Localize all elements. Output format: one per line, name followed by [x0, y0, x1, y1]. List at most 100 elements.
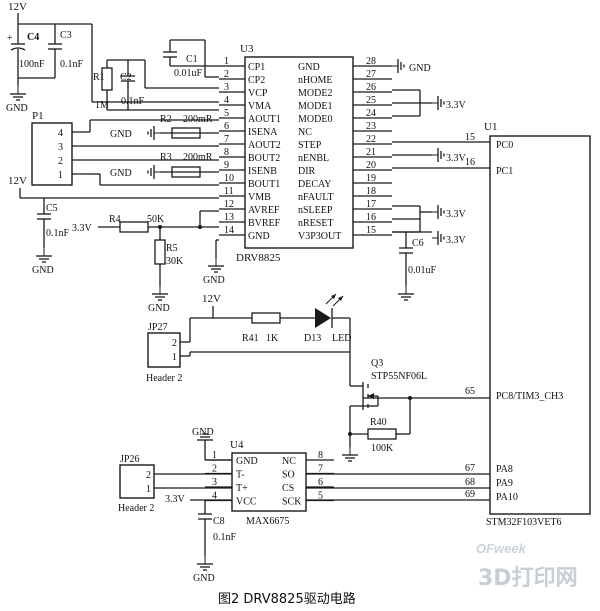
u3-pin-27-number: 27 [366, 69, 376, 80]
u3-pin-7-number: 7 [224, 134, 229, 145]
u4-pin-2-name: T- [236, 470, 245, 481]
jp27-pin-2: 2 [172, 338, 177, 349]
v12-label-vmb: 12V [8, 175, 27, 187]
u4-pin-2-number: 2 [212, 464, 217, 475]
v33-label-sleep: 3.3V [446, 209, 467, 220]
p1-ref: P1 [32, 110, 44, 122]
u4-pin-5-name: SCK [282, 497, 302, 508]
u3-pin-17-name: nSLEEP [298, 205, 333, 216]
u3-pin-23-number: 23 [366, 121, 376, 132]
c6-ref: C6 [412, 238, 424, 249]
u1-pc8: PC8/TIM3_CH3 [496, 391, 563, 402]
r4-value: 50K [147, 214, 165, 225]
u1-pc1: PC1 [496, 166, 513, 177]
u4-pin-6-name: CS [282, 483, 294, 494]
u3-ref: U3 [240, 43, 254, 55]
gnd-label-u3-14: GND [203, 275, 225, 286]
u3-pin-17-number: 17 [366, 199, 376, 210]
c6-value: 0.01uF [408, 265, 437, 276]
r1-ref: R1 [93, 72, 105, 83]
u4-pin-4-name: VCC [236, 497, 257, 508]
u3-pin-27-name: nHOME [298, 75, 332, 86]
gnd-label-u3: GND [409, 63, 431, 74]
u3-pin-13-name: BVREF [248, 218, 281, 229]
u1-ref: U1 [484, 121, 497, 133]
c1-value: 0.01uF [174, 68, 203, 79]
q3-part: STP55NF06L [371, 371, 427, 382]
u3-pin-11-number: 11 [224, 186, 234, 197]
u4-pin-8-name: NC [282, 456, 296, 467]
u3-pin-7-name: AOUT2 [248, 140, 281, 151]
r3-ref: R3 [160, 152, 172, 163]
u1-part: STM32F103VET6 [486, 517, 562, 528]
u4-pin-8-number: 8 [318, 450, 323, 461]
q3-ref: Q3 [371, 358, 383, 369]
u3-pin-11-name: VMB [248, 192, 271, 203]
u3-drv8825: U3 DRV8825 1CP12CP23VCP4VMA5AOUT16ISENA7… [219, 43, 490, 301]
u3-pin-21-name: nENBL [298, 153, 329, 164]
u1-pa10: PA10 [496, 492, 518, 503]
r1-value: 1M [95, 100, 109, 111]
u3-right-pins: 28GND27nHOME26MODE225MODE124MODE023NC22S… [298, 56, 392, 242]
u3-pin-22-name: STEP [298, 140, 322, 151]
u3-pin-15-name: V3P3OUT [298, 231, 341, 242]
u4-pin-3-number: 3 [212, 477, 217, 488]
r2-value: 200mR [183, 114, 213, 125]
u3-pin-18-name: nFAULT [298, 192, 334, 203]
u3-pin-20-name: DIR [298, 166, 316, 177]
u3-pin-28-number: 28 [366, 56, 376, 67]
u4-pin-5-number: 5 [318, 491, 323, 502]
u3-pin-10-number: 10 [224, 173, 234, 184]
u3-pin-9-name: ISENB [248, 166, 277, 177]
u1-pa8: PA8 [496, 464, 513, 475]
u3-pin-19-name: DECAY [298, 179, 332, 190]
u3-pin-25-number: 25 [366, 95, 376, 106]
u3-pin-5-number: 5 [224, 108, 229, 119]
p1-pin-4: 4 [58, 128, 63, 139]
u4-pin-6-number: 6 [318, 477, 323, 488]
u3-pin-20-number: 20 [366, 160, 376, 171]
u3-pin-8-name: BOUT2 [248, 153, 280, 164]
u3-pin-2-name: CP2 [248, 75, 265, 86]
gnd-label-u4: GND [192, 427, 214, 438]
v33-label-v3p3: 3.3V [446, 235, 467, 246]
v33-label-mode: 3.3V [446, 100, 467, 111]
u4-pin-1-number: 1 [212, 450, 217, 461]
c2-value: 0.1nF [121, 96, 145, 107]
u1-pin-15-num: 15 [465, 132, 475, 143]
v12-label-led: 12V [202, 293, 221, 305]
u1-pin-67-num: 67 [465, 463, 475, 474]
jp26-pin-1: 1 [146, 484, 151, 495]
c4-value: 100nF [19, 59, 45, 70]
supply-decoupling: 12V + C4 100nF C3 0.1nF GND [6, 1, 219, 114]
u1-stm32: U1 STM32F103VET6 PC0 PC1 PC8/TIM3_CH3 PA… [484, 121, 591, 528]
d13-value: LED [332, 333, 351, 344]
u1-pc0: PC0 [496, 140, 513, 151]
p1-motor-connector: P1 4 3 2 1 GND R2 200mR GND R3 200mR [31, 110, 219, 186]
vref-divider: 12V GND C5 0.1nF 3.3V R4 50K GND R5 30K … [8, 175, 225, 314]
c5-value: 0.1nF [46, 228, 70, 239]
jp26-ref: JP26 [120, 454, 139, 465]
u3-pin-13-number: 13 [224, 212, 234, 223]
u4-max6675: GND U4 MAX6675 1GND2T-3T+4VCC8NC7SO6CS5S… [118, 427, 490, 584]
u3-pin-12-name: AVREF [248, 205, 280, 216]
u3-pin-14-number: 14 [224, 225, 234, 236]
jp27-pin-1: 1 [172, 352, 177, 363]
v12-label-top: 12V [8, 1, 27, 13]
watermark-site: 3D打印网 [478, 566, 578, 591]
u3-pin-5-name: AOUT1 [248, 114, 281, 125]
gnd-label-c8: GND [193, 573, 215, 584]
c3-ref: C3 [60, 30, 72, 41]
heater-switch: 12V R41 1K D13 LED JP27 Header 2 2 1 Q3 … [146, 293, 490, 462]
u1-pin-16-num: 16 [465, 157, 475, 168]
p1-pin-2: 2 [58, 156, 63, 167]
r5-ref: R5 [166, 243, 178, 254]
c8-value: 0.1nF [213, 532, 237, 543]
u3-pin-6-name: ISENA [248, 127, 278, 138]
gnd-label-r5: GND [148, 303, 170, 314]
gnd-label-c4: GND [6, 103, 28, 114]
c8-ref: C8 [213, 516, 225, 527]
u3-pin-3-number: 3 [224, 82, 229, 93]
